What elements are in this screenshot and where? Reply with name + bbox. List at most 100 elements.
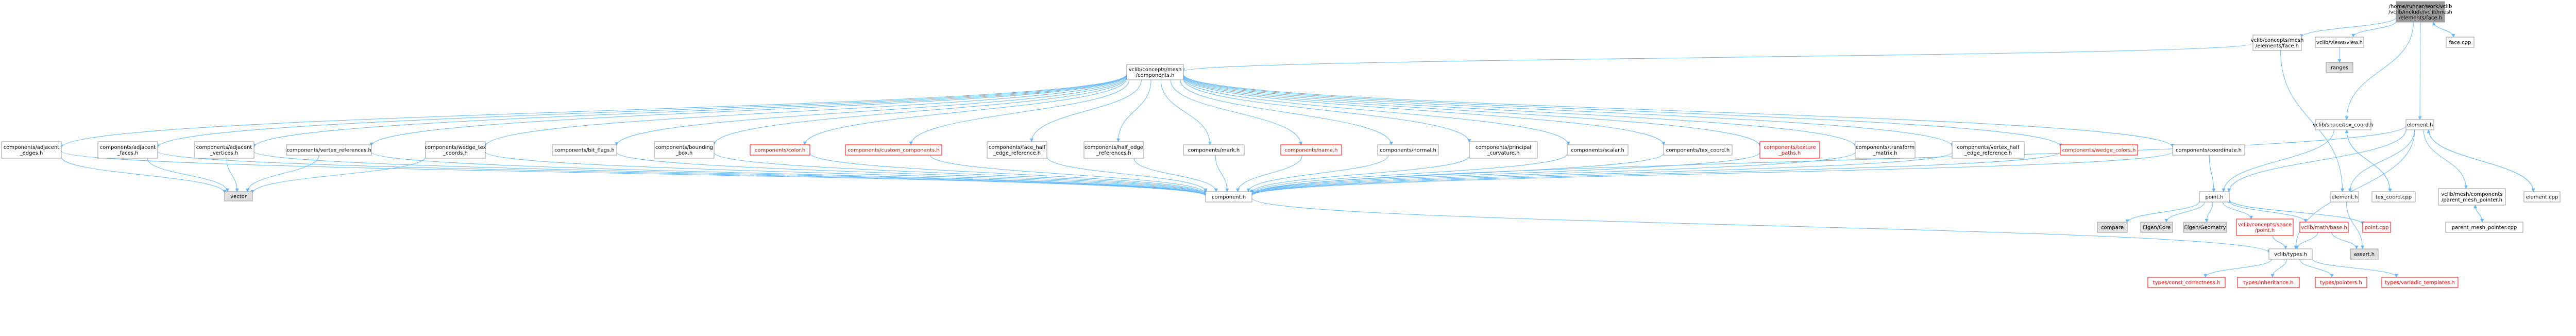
node-box: [2268, 248, 2313, 260]
node-label: element.h: [2407, 123, 2433, 128]
node-box: [2405, 119, 2434, 130]
node-eigen_geometry[interactable]: Eigen/Geometry: [2183, 222, 2227, 233]
node-box: [2199, 191, 2230, 203]
node-c_bounding_box[interactable]: components/bounding_box.h: [654, 141, 715, 159]
node-c_tex_coord[interactable]: components/tex_coord.h: [1663, 144, 1733, 156]
node-element_cpp[interactable]: element.cpp: [2523, 191, 2561, 203]
node-box: [2060, 144, 2138, 156]
node-label: vclib/concepts/space: [2238, 222, 2292, 228]
node-c_custom_components[interactable]: components/custom_components.h: [845, 144, 942, 156]
node-c_wedge_colors[interactable]: components/wedge_colors.h: [2060, 144, 2138, 156]
node-label: types/const_correctness.h: [2153, 280, 2220, 286]
node-views_view[interactable]: vclib/views/view.h: [2315, 37, 2364, 48]
edge-concepts_components-to-c_vertex_references: [369, 75, 1127, 146]
node-c_coordinate[interactable]: components/coordinate.h: [2172, 144, 2245, 156]
node-label: ranges: [2331, 65, 2348, 71]
node-ranges[interactable]: ranges: [2326, 62, 2353, 73]
edge-concepts_components-to-c_texture_paths: [1183, 75, 1762, 147]
node-assert_h[interactable]: assert.h: [2350, 248, 2379, 260]
node-label: types/inheritance.h: [2244, 280, 2294, 286]
edge-layer: [59, 16, 2535, 278]
edge-c_transform_matrix-to-component_h: [1250, 152, 1856, 196]
edge-c_face_half_edge-to-component_h: [1046, 156, 1208, 192]
node-vclib_types[interactable]: vclib/types.h: [2268, 248, 2313, 260]
edge-c_custom_components-to-component_h: [930, 155, 1208, 194]
edge-concepts_components-to-c_vertex_half_edge: [1183, 75, 1954, 147]
node-c_mark[interactable]: components/mark.h: [1183, 144, 1245, 156]
edge-c_coordinate-to-component_h: [1250, 151, 2173, 196]
node-c_principal_curvature[interactable]: components/principal_curvature.h: [1469, 141, 1538, 159]
node-eigen_core[interactable]: Eigen/Core: [2140, 222, 2173, 233]
node-label: components/tex_coord.h: [1666, 148, 1730, 154]
node-math_base[interactable]: vclib/math/base.h: [2299, 222, 2349, 233]
node-box: [1083, 141, 1144, 159]
node-element_h[interactable]: element.h: [2405, 119, 2434, 130]
node-label: _edges.h: [20, 150, 43, 156]
node-label: vclib/views/view.h: [2316, 40, 2363, 46]
node-c_face_half_edge[interactable]: components/face_half_edge_reference.h: [987, 141, 1047, 159]
node-point_h[interactable]: point.h: [2199, 191, 2230, 203]
edge-concepts_components-to-c_tex_coord: [1183, 76, 1666, 146]
node-parent_mesh_pointer_h[interactable]: vclib/mesh/components/parent_mesh_pointe…: [2438, 188, 2506, 206]
node-c_normal[interactable]: components/normal.h: [1377, 144, 1439, 156]
edge-element_h2-to-assert_h: [2346, 201, 2365, 249]
node-t_const_correctness[interactable]: types/const_correctness.h: [2147, 277, 2226, 288]
node-c_name[interactable]: components/name.h: [1280, 144, 1342, 156]
node-label: vector: [230, 194, 247, 200]
node-c_half_edge_refs[interactable]: components/half_edge_references.h: [1083, 141, 1144, 159]
node-c_adjacent_vertices[interactable]: components/adjacent_vertices.h: [194, 141, 255, 159]
node-component_h[interactable]: component.h: [1205, 191, 1252, 203]
node-compare[interactable]: compare: [2097, 222, 2128, 233]
node-t_pointers[interactable]: types/pointers.h: [2315, 277, 2367, 288]
node-concepts_space_point[interactable]: vclib/concepts/space/point.h: [2236, 219, 2294, 236]
edge-element_h-to-component_h: [1250, 125, 2406, 196]
node-c_bit_flags[interactable]: components/bit_flags.h: [552, 144, 617, 156]
node-label: components/name.h: [1284, 148, 1337, 154]
node-label: point.h: [2205, 195, 2223, 200]
node-box: [1855, 141, 1916, 159]
node-c_wedge_tex_coords[interactable]: components/wedge_tex_coords.h: [425, 141, 486, 159]
node-box: [1377, 144, 1439, 156]
node-box: [1952, 141, 2025, 159]
node-parent_mesh_pointer_cpp[interactable]: parent_mesh_pointer.cpp: [2445, 222, 2523, 233]
edge-c_vertex_references-to-component_h: [371, 152, 1208, 196]
node-t_inheritance[interactable]: types/inheritance.h: [2237, 277, 2300, 288]
node-element_h2[interactable]: element.h: [2330, 191, 2359, 203]
node-c_adjacent_faces[interactable]: components/adjacent_faces.h: [97, 141, 158, 159]
node-box: [654, 141, 715, 159]
node-c_adjacent_edges[interactable]: components/adjacent_edges.h: [1, 141, 62, 159]
node-label: face.cpp: [2449, 40, 2471, 46]
node-concepts_components[interactable]: vclib/concepts/mesh/components.h: [1126, 64, 1184, 80]
edge-concepts_components-to-c_half_edge_refs: [1116, 79, 1151, 142]
node-t_variadic_templates[interactable]: types/variadic_templates.h: [2381, 277, 2459, 288]
node-label: components/texture: [1764, 145, 1816, 150]
edge-c_adjacent_faces-to-component_h: [157, 151, 1208, 196]
node-c_vertex_half_edge[interactable]: components/vertex_half_edge_reference.h: [1952, 141, 2025, 159]
node-box: [2140, 222, 2173, 233]
node-tex_coord_cpp[interactable]: tex_coord.cpp: [2371, 191, 2416, 203]
node-c_vertex_references[interactable]: components/vertex_references.h: [286, 144, 372, 156]
node-label: compare: [2101, 225, 2124, 231]
node-c_scalar[interactable]: components/scalar.h: [1567, 144, 1629, 156]
node-face_cpp[interactable]: face.cpp: [2446, 37, 2475, 48]
node-concepts_face[interactable]: vclib/concepts/mesh/elements/face.h: [2251, 35, 2304, 51]
node-c_transform_matrix[interactable]: components/transform_matrix.h: [1855, 141, 1916, 159]
edge-point_h-to-math_base: [2229, 200, 2308, 223]
node-c_texture_paths[interactable]: components/texture_paths.h: [1759, 141, 1820, 159]
edge-concepts_components-to-c_principal_curvature: [1183, 78, 1471, 143]
node-c_color[interactable]: components/color.h: [750, 144, 810, 156]
node-box: [2445, 222, 2523, 233]
node-box: [2315, 119, 2371, 130]
node-point_cpp[interactable]: point.cpp: [2362, 222, 2391, 233]
node-label: components/adjacent: [196, 145, 252, 150]
node-label: types/pointers.h: [2320, 280, 2362, 286]
node-label: _coords.h: [443, 150, 468, 156]
node-label: /elements/face.h: [2256, 43, 2299, 49]
node-label: _edge_reference.h: [993, 150, 1041, 156]
node-box: [2446, 37, 2475, 48]
edge-c_mark-to-component_h: [1215, 155, 1229, 192]
node-space_tex_coord[interactable]: vclib/space/tex_coord.h: [2313, 119, 2374, 130]
node-vector[interactable]: vector: [224, 191, 253, 201]
edge-element_h-to-element_h2: [2348, 129, 2415, 192]
node-box: [2315, 37, 2364, 48]
